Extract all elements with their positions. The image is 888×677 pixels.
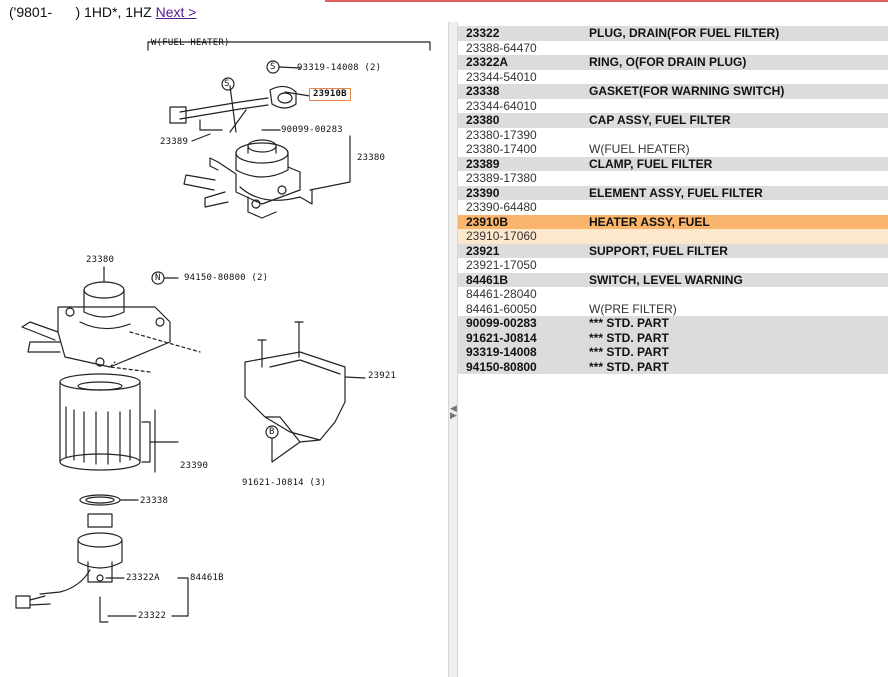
part-number[interactable]: 93319-14008: [466, 345, 537, 359]
part-name: *** STD. PART: [589, 359, 669, 374]
part-name: CAP ASSY, FUEL FILTER: [589, 113, 731, 127]
part-number[interactable]: 23910B: [466, 214, 509, 229]
callout-23322[interactable]: 23322: [138, 611, 167, 621]
callout-23380-top[interactable]: 23380: [357, 153, 386, 163]
part-number[interactable]: 84461-60050: [466, 301, 537, 316]
parts-row[interactable]: 93319-14008 *** STD. PART: [458, 345, 888, 360]
parts-row[interactable]: 91621-J0814 *** STD. PART: [458, 330, 888, 345]
callout-23390[interactable]: 23390: [180, 461, 209, 471]
exploded-view-drawing: [15, 41, 431, 623]
part-number[interactable]: 23388-64470: [466, 40, 537, 55]
callout-23389[interactable]: 23389: [160, 137, 189, 147]
callout-23322A[interactable]: 23322A: [126, 573, 160, 583]
parts-row[interactable]: 23388-64470: [458, 40, 888, 55]
part-number[interactable]: 94150-80800: [466, 359, 537, 374]
callout-s-1: S: [224, 79, 230, 89]
part-name: PLUG, DRAIN(FOR FUEL FILTER): [589, 26, 780, 40]
part-name: ELEMENT ASSY, FUEL FILTER: [589, 185, 763, 200]
part-number[interactable]: 23389: [466, 156, 500, 171]
part-name: HEATER ASSY, FUEL: [589, 214, 710, 229]
part-name: GASKET(FOR WARNING SWITCH): [589, 84, 785, 98]
part-number[interactable]: 23389-17380: [466, 171, 537, 185]
part-name: *** STD. PART: [589, 316, 669, 330]
next-link[interactable]: Next >: [155, 4, 197, 20]
parts-row[interactable]: 23338 GASKET(FOR WARNING SWITCH): [458, 84, 888, 99]
part-number[interactable]: 23390: [466, 185, 500, 200]
callout-23910B[interactable]: 23910B: [309, 88, 351, 101]
parts-row[interactable]: 84461-28040: [458, 287, 888, 302]
part-number[interactable]: 84461B: [466, 272, 509, 287]
parts-list: 23322 PLUG, DRAIN(FOR FUEL FILTER) 23388-6…: [458, 26, 888, 374]
callout-23921[interactable]: 23921: [368, 371, 397, 381]
part-number[interactable]: 23910-17060: [466, 229, 537, 243]
callout-23380-mid[interactable]: 23380: [86, 255, 115, 265]
top-border-line: [325, 0, 888, 2]
part-number[interactable]: 23344-64010: [466, 98, 537, 113]
callout-b-mark: B: [269, 427, 275, 437]
callout-s-2: S: [270, 62, 276, 72]
part-name: W(FUEL HEATER): [589, 142, 690, 156]
part-number[interactable]: 23380: [466, 113, 500, 127]
part-name: W(PRE FILTER): [589, 301, 677, 316]
model-range-text: ('9801- ) 1HD*, 1HZ: [9, 4, 156, 20]
part-name: *** STD. PART: [589, 330, 669, 345]
part-name: SUPPORT, FUEL FILTER: [589, 243, 728, 258]
splitter-grip-icon[interactable]: ◀▶: [450, 403, 457, 420]
callout-90099-00283[interactable]: 90099-00283: [281, 125, 343, 135]
parts-row[interactable]: 23380-17400 W(FUEL HEATER): [458, 142, 888, 157]
callout-94150-80800[interactable]: 94150-80800 (2): [184, 273, 269, 283]
parts-row[interactable]: 23390-64480: [458, 200, 888, 215]
parts-row[interactable]: 23921 SUPPORT, FUEL FILTER: [458, 243, 888, 258]
part-number[interactable]: 90099-00283: [466, 316, 537, 330]
part-number[interactable]: 23390-64480: [466, 200, 537, 214]
parts-diagram: W(FUEL HEATER) S S 93319-14008 (2) 23910…: [0, 22, 448, 677]
part-number[interactable]: 91621-J0814: [466, 330, 537, 345]
part-number[interactable]: 23322: [466, 26, 500, 40]
part-number[interactable]: 23380-17400: [466, 142, 537, 156]
parts-row-selected[interactable]: 23910-17060: [458, 229, 888, 244]
part-number[interactable]: 23921-17050: [466, 258, 537, 272]
parts-row[interactable]: 23344-54010: [458, 69, 888, 84]
parts-row[interactable]: 94150-80800 *** STD. PART: [458, 359, 888, 374]
parts-row[interactable]: 23390 ELEMENT ASSY, FUEL FILTER: [458, 185, 888, 200]
part-name: CLAMP, FUEL FILTER: [589, 156, 713, 171]
parts-row[interactable]: 90099-00283 *** STD. PART: [458, 316, 888, 331]
part-number[interactable]: 23380-17390: [466, 127, 537, 142]
part-name: SWITCH, LEVEL WARNING: [589, 272, 743, 287]
parts-row[interactable]: 23344-64010: [458, 98, 888, 113]
parts-row[interactable]: 23380 CAP ASSY, FUEL FILTER: [458, 113, 888, 128]
callout-93319-14008[interactable]: 93319-14008 (2): [297, 63, 382, 73]
pane-splitter[interactable]: ◀▶: [448, 22, 458, 677]
callout-n-mark: N: [155, 273, 161, 283]
parts-row[interactable]: 23380-17390: [458, 127, 888, 142]
part-number[interactable]: 23921: [466, 243, 500, 258]
part-number[interactable]: 23344-54010: [466, 69, 537, 84]
parts-row[interactable]: 84461B SWITCH, LEVEL WARNING: [458, 272, 888, 287]
parts-row[interactable]: 23322 PLUG, DRAIN(FOR FUEL FILTER): [458, 26, 888, 41]
parts-row[interactable]: 23389 CLAMP, FUEL FILTER: [458, 156, 888, 171]
part-number[interactable]: 23338: [466, 84, 500, 98]
callout-84461B[interactable]: 84461B: [190, 573, 224, 583]
label-fuel-heater-group: W(FUEL HEATER): [151, 38, 230, 48]
parts-row[interactable]: 84461-60050 W(PRE FILTER): [458, 301, 888, 316]
part-number[interactable]: 84461-28040: [466, 287, 537, 301]
parts-row[interactable]: 23322A RING, O(FOR DRAIN PLUG): [458, 55, 888, 70]
callout-23338[interactable]: 23338: [140, 496, 169, 506]
parts-row-selected[interactable]: 23910B HEATER ASSY, FUEL: [458, 214, 888, 229]
parts-row[interactable]: 23921-17050: [458, 258, 888, 273]
callout-91621-J0814[interactable]: 91621-J0814 (3): [242, 478, 327, 488]
page-header: ('9801- ) 1HD*, 1HZ Next >: [9, 3, 196, 21]
part-name: RING, O(FOR DRAIN PLUG): [589, 55, 747, 69]
part-name: *** STD. PART: [589, 345, 669, 359]
part-number[interactable]: 23322A: [466, 55, 509, 69]
parts-row[interactable]: 23389-17380: [458, 171, 888, 186]
